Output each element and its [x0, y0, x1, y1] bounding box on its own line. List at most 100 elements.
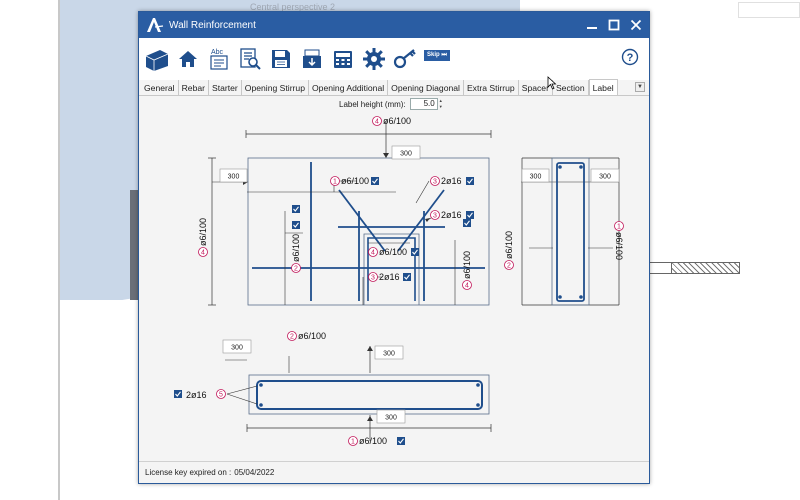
opening-top-visible-checkbox[interactable] [410, 247, 420, 257]
label-height-row: Label height (mm): 5.0 ▲ ▼ [339, 98, 445, 110]
title-bar[interactable]: Wall Reinforcement [139, 12, 649, 38]
elev-extra-visible-checkbox[interactable] [291, 204, 301, 214]
svg-text:300: 300 [400, 151, 412, 158]
viewport-wall-shadow [130, 190, 140, 300]
calculator-icon [334, 51, 352, 68]
import-icon [303, 49, 321, 68]
minimize-button[interactable] [583, 16, 601, 34]
label-elevation-1[interactable]: 1 ø6/100 [330, 176, 380, 186]
label-height-label: Label height (mm): [339, 99, 406, 109]
mouse-cursor-icon [547, 76, 557, 90]
maximize-button[interactable] [605, 16, 623, 34]
plan-bottom-visible-checkbox[interactable] [396, 436, 406, 446]
svg-text:1: 1 [351, 439, 355, 446]
label-elevation-left-vertical[interactable]: 4 ø6/100 [198, 218, 208, 257]
svg-text:3: 3 [433, 213, 437, 220]
label-plan-left[interactable]: 2ø16 5 [173, 389, 226, 401]
close-icon [630, 19, 642, 31]
report-button[interactable] [236, 44, 264, 74]
background-tab-title[interactable]: Central perspective 2 [250, 2, 336, 12]
tab-label[interactable]: Label [588, 79, 618, 95]
label-opening-bottom[interactable]: 3 2ø16 [368, 272, 412, 282]
label-plan-bottom[interactable]: 1 ø6/100 [348, 436, 406, 446]
label-section-left-vertical[interactable]: 2 ø6/100 [504, 231, 514, 270]
skip-button[interactable]: Skip ⏭ [424, 49, 450, 61]
tab-opening-additional[interactable]: Opening Additional [309, 80, 389, 95]
save-button[interactable] [267, 44, 295, 74]
save-icon [272, 50, 290, 68]
license-status-prefix: License key expired on : [145, 468, 232, 477]
svg-text:3: 3 [371, 275, 375, 282]
close-button[interactable] [627, 16, 645, 34]
dim-plan-bottom[interactable]: 300 [376, 409, 406, 424]
viewport-edge [58, 0, 60, 500]
label-elevation-vertical-2[interactable]: 2 ø6/100 [291, 234, 301, 273]
tab-scroll-button[interactable]: ▼ [635, 82, 645, 92]
chevron-down-icon: ▼ [637, 84, 643, 90]
elev-4-right-visible-checkbox[interactable] [462, 218, 472, 228]
text-label-button[interactable]: Abc [205, 44, 233, 74]
tab-rebar[interactable]: Rebar [179, 80, 209, 95]
tab-general[interactable]: General [141, 80, 179, 95]
svg-text:ø6/100: ø6/100 [341, 176, 369, 186]
svg-text:2ø16: 2ø16 [441, 210, 462, 220]
svg-text:300: 300 [228, 174, 240, 181]
spin-down-icon[interactable]: ▼ [438, 104, 443, 109]
svg-text:300: 300 [231, 345, 243, 352]
label-elevation-3b[interactable]: 3 2ø16 [430, 210, 475, 220]
text-label-icon: Abc [210, 49, 228, 70]
svg-text:300: 300 [385, 415, 397, 422]
plan-left-visible-checkbox[interactable] [173, 389, 183, 399]
label-plan-top[interactable]: 2 ø6/100 [287, 331, 327, 341]
tab-starter[interactable]: Starter [209, 80, 242, 95]
svg-text:ø6/100: ø6/100 [198, 218, 208, 246]
tab-section[interactable]: Section [553, 80, 589, 95]
svg-text:300: 300 [383, 351, 395, 358]
3d-model-button[interactable] [143, 44, 171, 74]
home-icon [179, 51, 197, 67]
settings-button[interactable] [360, 44, 388, 74]
minimize-icon [587, 27, 597, 29]
license-expiry-date: 05/04/2022 [234, 468, 275, 477]
elev-1-visible-checkbox[interactable] [370, 176, 380, 186]
svg-text:Abc: Abc [211, 49, 224, 56]
label-elevation-right-vertical[interactable]: 4 ø6/100 [462, 251, 472, 290]
label-section-right-vertical[interactable]: 1 ø6/100 [614, 221, 624, 261]
elev-3b-visible-checkbox[interactable] [465, 210, 475, 220]
label-elevation-3a[interactable]: 3 2ø16 [430, 176, 475, 186]
label-tab-content: Label height (mm): 5.0 ▲ ▼ [139, 97, 649, 462]
label-top-main[interactable]: 4 ø6/100 [372, 116, 412, 126]
label-height-spinner[interactable]: ▲ ▼ [439, 98, 445, 110]
label-height-input[interactable]: 5.0 [409, 98, 438, 110]
svg-text:ø6/100: ø6/100 [504, 231, 514, 259]
calculator-button[interactable] [329, 44, 357, 74]
svg-text:3: 3 [433, 179, 437, 186]
home-button[interactable] [174, 44, 202, 74]
spin-up-icon[interactable]: ▲ [438, 98, 443, 103]
dim-left-elevation[interactable]: 300 [219, 168, 248, 183]
svg-text:4: 4 [371, 250, 375, 257]
tab-extra-stirrup[interactable]: Extra Stirrup [464, 80, 519, 95]
dim-top[interactable]: 300 [391, 145, 421, 160]
report-icon [240, 48, 261, 70]
svg-text:ø6/100: ø6/100 [462, 251, 472, 279]
dim-plan-top[interactable]: 300 [374, 345, 404, 360]
dim-section-right[interactable]: 300 [590, 168, 620, 183]
import-button[interactable] [298, 44, 326, 74]
svg-text:4: 4 [201, 250, 205, 257]
label-opening-top[interactable]: 4 ø6/100 [368, 247, 420, 257]
help-button[interactable]: ? [621, 48, 639, 66]
svg-text:ø6/100: ø6/100 [298, 331, 326, 341]
tab-opening-diagonal[interactable]: Opening Diagonal [388, 80, 464, 95]
svg-text:ø6/100: ø6/100 [379, 247, 407, 257]
opening-bottom-visible-checkbox[interactable] [402, 272, 412, 282]
elev-3a-visible-checkbox[interactable] [465, 176, 475, 186]
license-key-button[interactable] [391, 44, 419, 74]
tab-opening-stirrup[interactable]: Opening Stirrup [242, 80, 309, 95]
svg-text:1: 1 [333, 179, 337, 186]
dim-section-left[interactable]: 300 [521, 168, 550, 183]
svg-text:2ø16: 2ø16 [379, 272, 400, 282]
svg-text:ø6/100: ø6/100 [291, 234, 301, 262]
dim-plan-left[interactable]: 300 [222, 339, 252, 354]
elev-2-visible-checkbox[interactable] [291, 220, 301, 230]
